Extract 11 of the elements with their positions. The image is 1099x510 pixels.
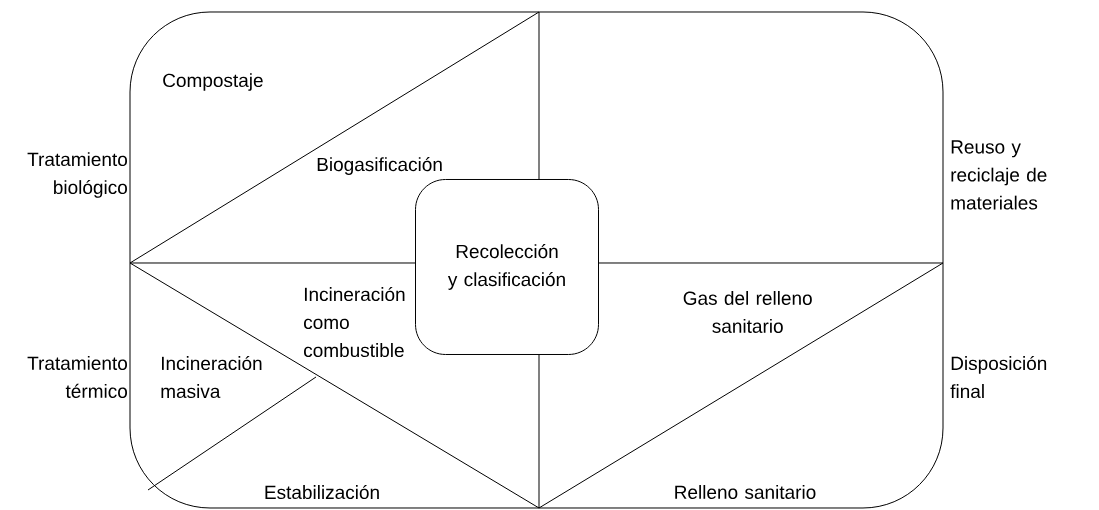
- region-label: Biogasificación: [317, 157, 442, 175]
- side-label: Tratamiento biológico: [27, 152, 127, 198]
- region-label: Relleno sanitario: [675, 485, 816, 499]
- side-label: Reuso y reciclaje de materiales: [951, 140, 1047, 210]
- side-label: Tratamiento térmico: [27, 356, 127, 398]
- process-box: Recolección y clasificación: [415, 179, 599, 355]
- region-label: Gas del relleno sanitario: [683, 291, 812, 333]
- region-label: Estabilización: [265, 484, 379, 500]
- region-label: Compostaje: [163, 73, 263, 91]
- region-label: Incineración masiva: [161, 355, 262, 399]
- side-label: Disposición final: [950, 355, 1047, 399]
